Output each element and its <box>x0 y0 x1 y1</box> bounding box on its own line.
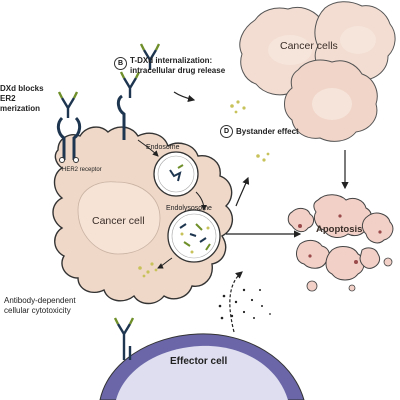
label-a-line3: merization <box>0 104 41 113</box>
arrow-payload-release <box>157 257 173 269</box>
neighbor-cell-nucleus <box>268 35 312 65</box>
her2-receptors <box>56 94 126 160</box>
neighbor-cancer-cells <box>239 1 396 142</box>
released-payload-dots <box>138 262 158 278</box>
neighbor-cell-nucleus <box>340 26 376 54</box>
antibody-drug-conjugates <box>57 43 161 360</box>
her2-dimer-marks <box>59 157 79 163</box>
label-b-line2: intracellular drug release <box>130 66 226 75</box>
label-a-line1: DXd blocks <box>0 84 44 93</box>
bystander-payload-dots <box>230 100 270 162</box>
label-endolysosome: Endolysosome <box>166 205 212 212</box>
label-endosome: Endosome <box>146 144 180 151</box>
label-a-line2: ER2 <box>0 94 16 103</box>
label-bystander-effect: Bystander effect <box>236 127 299 136</box>
endolysosome <box>167 209 221 263</box>
effector-cell <box>99 333 305 400</box>
neighbor-cell-nucleus <box>312 88 352 120</box>
arrow-to-endolysosome <box>195 191 207 211</box>
apoptotic-bodies <box>287 194 394 292</box>
label-apoptosis: Apoptosis <box>316 224 363 235</box>
label-cancer-cells: Cancer cells <box>280 40 338 52</box>
label-her2-receptor: HER2 receptor <box>62 167 102 173</box>
label-b-line1: T-DXd internalization: <box>130 56 213 65</box>
arrow-bystander <box>235 176 250 207</box>
endosome <box>153 151 199 197</box>
step-marker-d: D <box>220 125 233 138</box>
effector-cytokine-dots <box>218 288 271 320</box>
arrow-to-endosome <box>137 139 159 157</box>
step-marker-b: B <box>114 57 127 70</box>
label-effector-cell: Effector cell <box>170 356 228 367</box>
label-cancer-cell: Cancer cell <box>92 215 145 227</box>
arrow-internalization <box>173 91 196 103</box>
label-adcc-line2: cellular cytotoxicity <box>4 306 71 315</box>
label-adcc-line1: Antibody-dependent <box>4 296 76 305</box>
